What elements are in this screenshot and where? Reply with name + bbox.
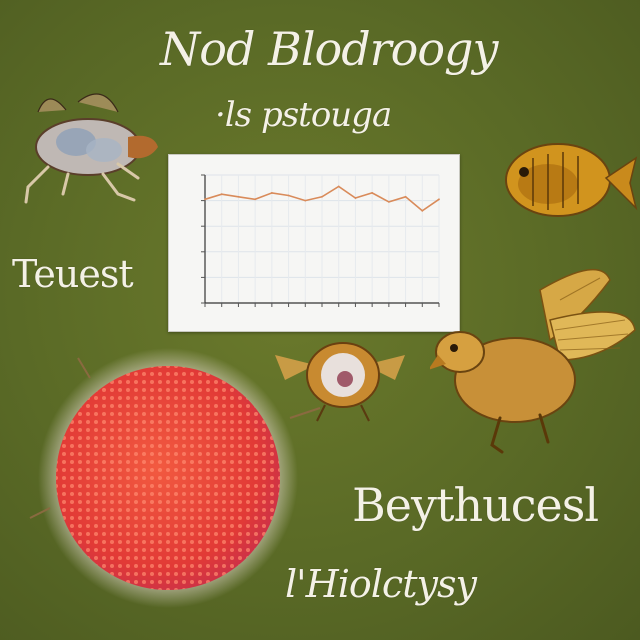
fish-icon	[505, 143, 638, 217]
data-point	[354, 197, 357, 199]
page-title: Nod Blodroogy	[160, 22, 498, 76]
page-subtitle: ·ls pstouga	[215, 95, 392, 135]
data-point	[204, 198, 206, 201]
winged-creature-icon	[430, 268, 636, 454]
data-point	[304, 199, 307, 202]
data-point	[421, 209, 424, 212]
data-point	[371, 192, 374, 194]
bottom-caption-1: Beythucesl	[352, 478, 599, 532]
data-point	[337, 185, 340, 188]
red-cell-icon	[29, 348, 321, 608]
cell-bug-icon	[275, 342, 405, 422]
data-point	[438, 198, 440, 201]
line-chart	[168, 154, 460, 332]
data-point	[220, 193, 223, 196]
data-point	[237, 195, 240, 198]
data-point	[270, 192, 273, 194]
data-point	[321, 195, 323, 198]
chart-canvas	[201, 174, 440, 307]
data-point	[404, 195, 407, 198]
data-point	[287, 194, 290, 197]
data-point	[254, 198, 257, 201]
winged-insect-icon	[24, 93, 158, 204]
left-caption: Teuest	[12, 252, 134, 296]
data-point	[387, 200, 390, 203]
bottom-caption-2: l'Hiolctysy	[285, 562, 477, 606]
